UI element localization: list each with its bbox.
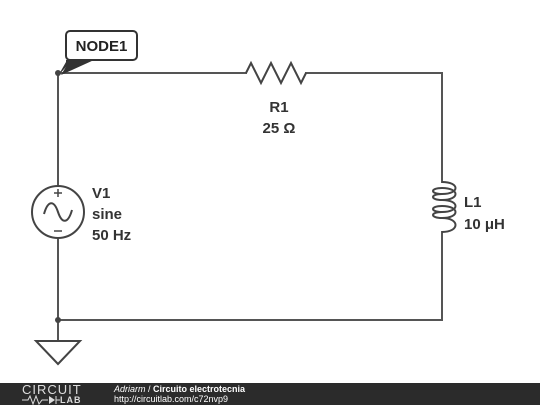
ground-symbol[interactable] [33, 340, 83, 366]
source-type: sine [92, 206, 122, 223]
circuit-title[interactable]: Circuito electrotecnia [153, 384, 246, 394]
credit-separator: / [145, 384, 154, 394]
footer-bar: CIRCUIT LAB Adriarm / Circuito electrote… [0, 383, 540, 405]
ground-triangle-icon [33, 340, 83, 366]
inductor-value: 10 μH [464, 216, 505, 233]
resistor-value: 25 Ω [263, 120, 296, 137]
inductor-l1[interactable]: L1 10 μH [432, 181, 505, 233]
circuitlab-logo[interactable]: CIRCUIT LAB [22, 383, 94, 405]
voltage-source-v1[interactable]: V1 sine 50 Hz [31, 185, 131, 244]
circuit-schematic: NODE1 R1 25 Ω V1 sine 50 Hz L1 10 μH [31, 30, 505, 366]
resistor-zigzag [245, 60, 307, 86]
resistor-r1[interactable]: R1 25 Ω [245, 60, 307, 137]
author-name[interactable]: Adriarm [114, 384, 146, 394]
inductor-coil [432, 181, 457, 233]
logo-wave-icon [22, 395, 60, 405]
logo-text-top: CIRCUIT [22, 382, 82, 397]
node-label: NODE1 [76, 38, 128, 55]
inductor-name: L1 [464, 194, 482, 211]
resistor-name: R1 [269, 99, 288, 116]
source-frequency: 50 Hz [92, 227, 131, 244]
node-tag[interactable]: NODE1 [58, 30, 138, 76]
circuit-url[interactable]: http://circuitlab.com/c72nvp9 [114, 394, 229, 404]
sine-wave-icon [43, 202, 73, 222]
node-dot-bottom [55, 317, 61, 323]
credit-line: Adriarm / Circuito electrotecnia [114, 384, 245, 394]
source-name: V1 [92, 185, 110, 202]
node-dot-top [55, 70, 61, 76]
logo-text-bottom: LAB [60, 395, 82, 405]
node-tag-box [65, 30, 138, 61]
node-tag-tail [61, 60, 94, 75]
wires [57, 72, 443, 341]
